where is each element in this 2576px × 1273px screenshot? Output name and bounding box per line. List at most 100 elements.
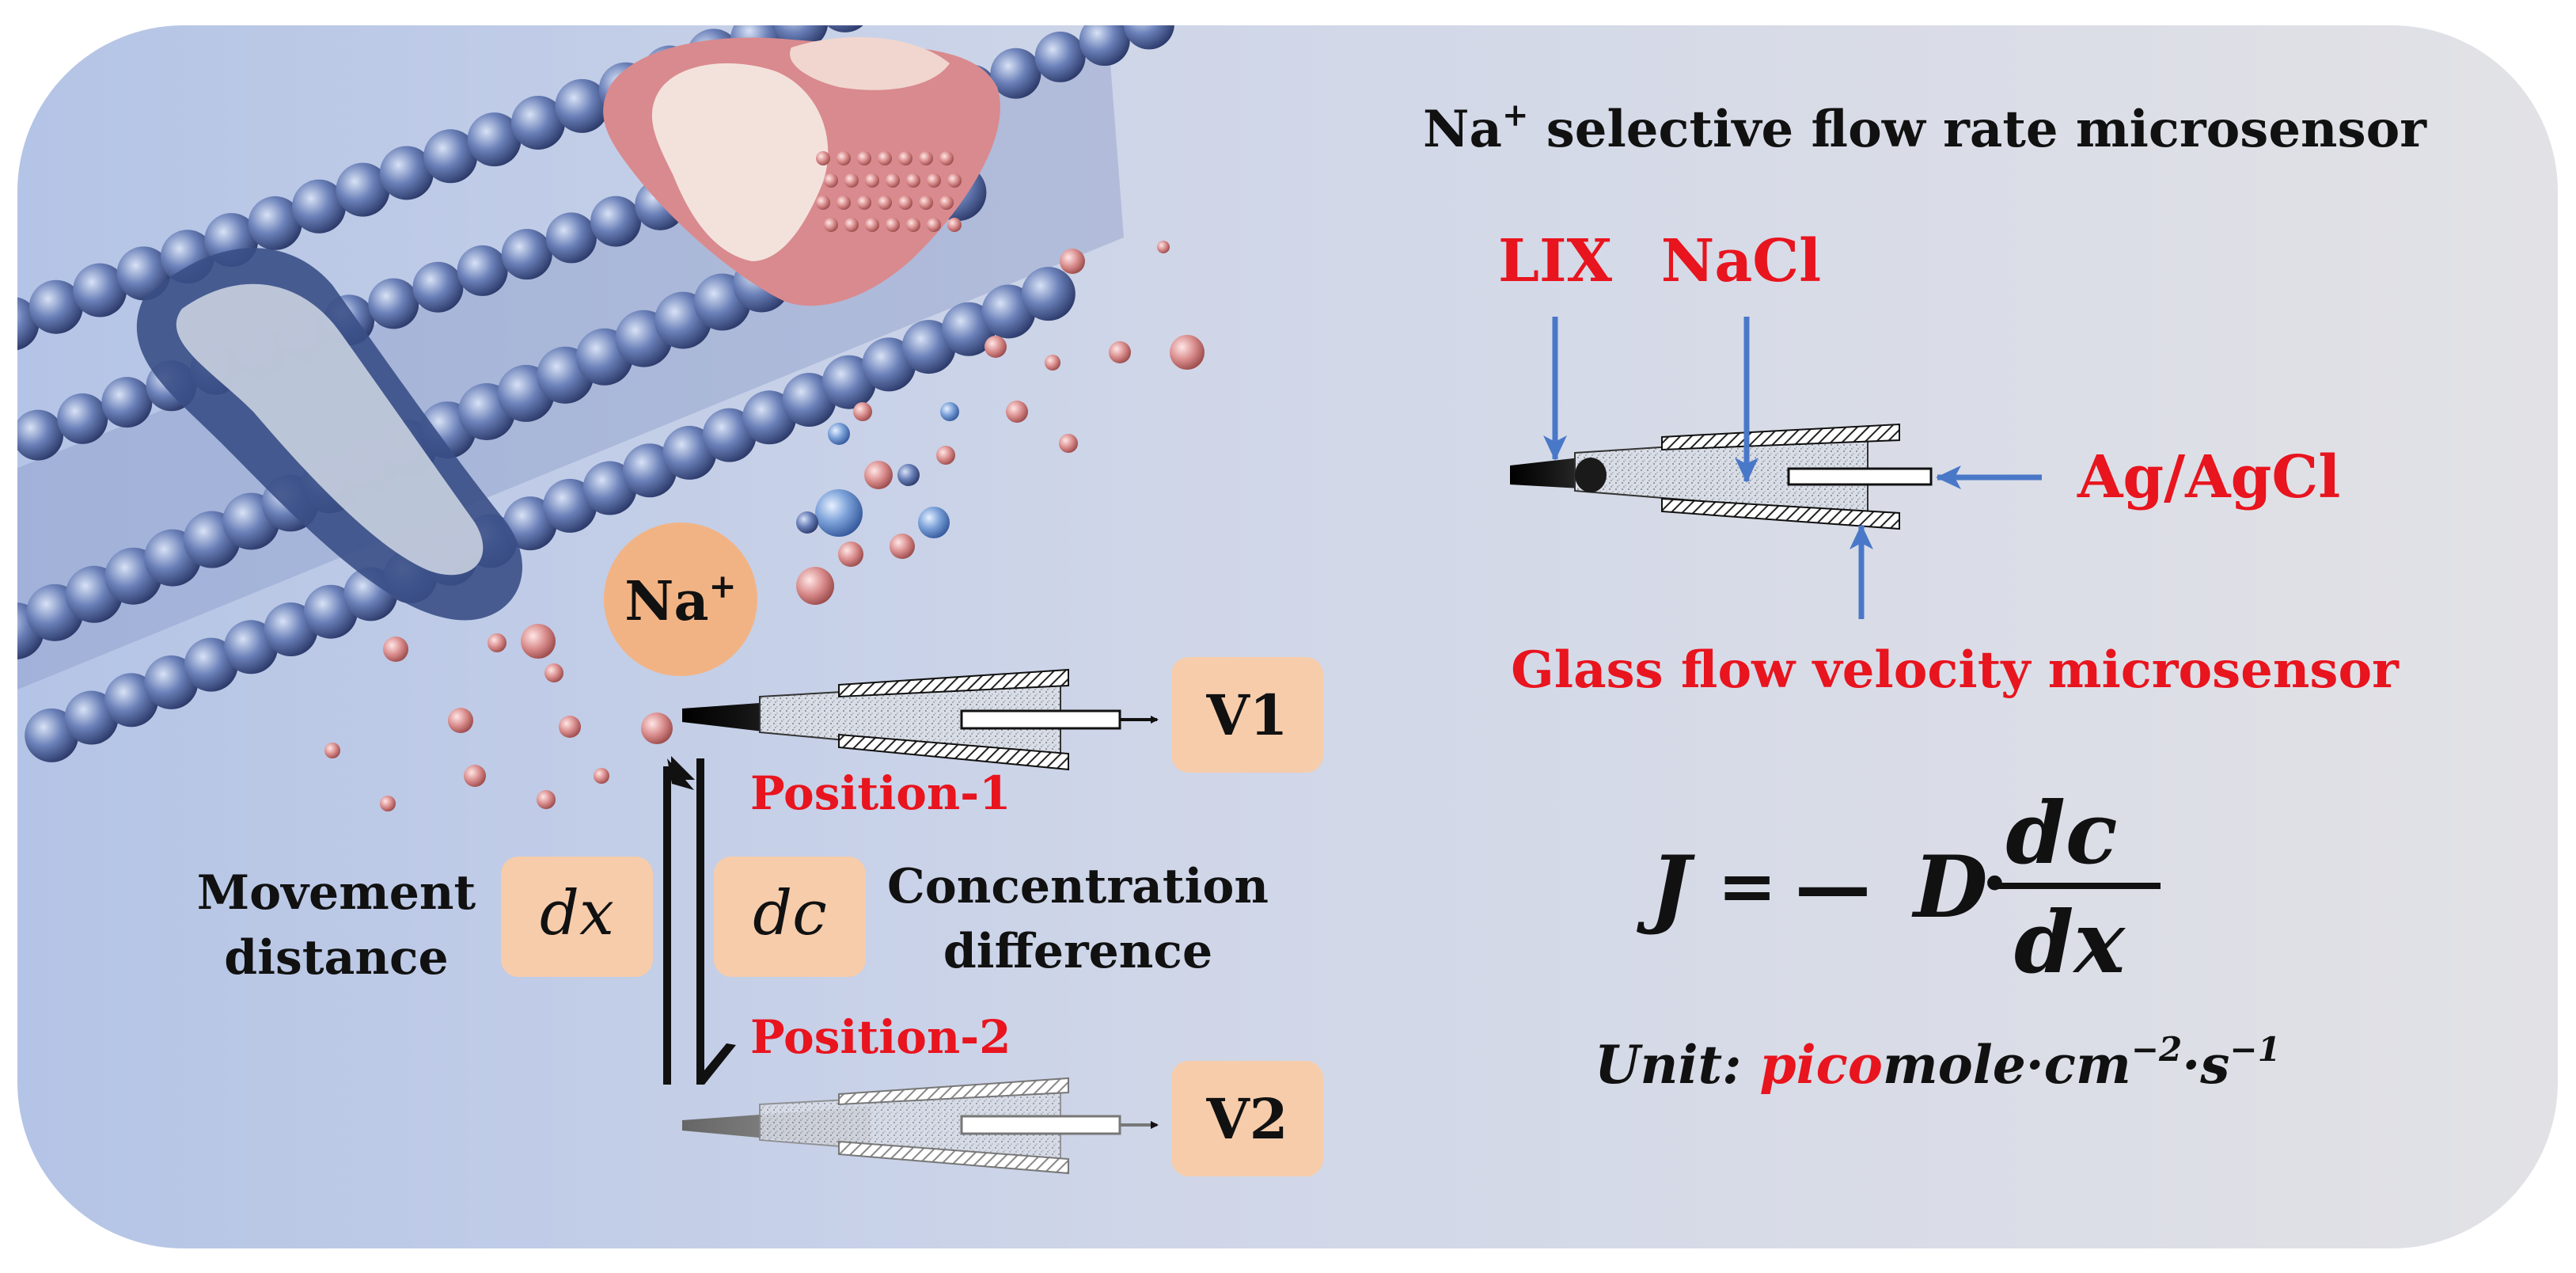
lipid-head — [862, 0, 916, 16]
pump-bead — [886, 173, 900, 188]
lipid-head — [545, 212, 597, 264]
ion-particle — [464, 765, 486, 787]
lipid-head — [457, 245, 508, 296]
lipid-head — [379, 146, 434, 200]
ion-particle — [936, 446, 955, 465]
pump-bead — [857, 196, 871, 210]
pump-bead — [939, 151, 954, 165]
ion-particle — [1157, 241, 1170, 253]
pump-bead — [919, 151, 933, 165]
pump-bead — [947, 173, 962, 188]
lipid-head — [17, 409, 64, 461]
lipid-head — [73, 263, 127, 317]
lipid-head — [292, 179, 347, 234]
pump-bead — [898, 151, 912, 165]
lipid-head — [248, 196, 302, 250]
pump-protein-top — [790, 36, 950, 90]
lipid-head — [0, 621, 5, 678]
movement-distance-line2: distance — [224, 930, 448, 986]
lipid-head — [368, 278, 419, 329]
movement-arrows — [663, 756, 736, 1085]
ion-particle — [544, 663, 563, 682]
concentration-difference-line2: difference — [943, 924, 1212, 979]
flux-equation: J = — D · dc dx — [1637, 784, 2161, 993]
pump-bead — [865, 173, 879, 188]
lipid-head — [774, 25, 829, 50]
v2-label: V2 — [1205, 1086, 1288, 1152]
dc-box — [714, 857, 866, 977]
ion-particle — [984, 336, 1007, 358]
lipid-head — [501, 229, 552, 280]
pump-bead — [886, 218, 900, 232]
ion-particle — [521, 624, 556, 659]
lipid-head — [511, 96, 565, 150]
lipid-head — [467, 112, 522, 167]
position-2-label: Position-2 — [750, 1010, 1011, 1064]
concentration-difference-line1: Concentration — [887, 859, 1269, 914]
lipid-head — [990, 48, 1041, 99]
ion-particle — [380, 796, 396, 811]
lipid-head — [590, 196, 642, 247]
ion-particle — [897, 464, 920, 486]
ion-particle — [1060, 249, 1085, 274]
lipid-head — [116, 246, 171, 301]
lipid-head — [555, 78, 609, 133]
lipid-head — [101, 377, 153, 428]
pump-bead — [906, 173, 920, 188]
channel-protein-light — [176, 283, 484, 576]
pump-bead — [927, 173, 941, 188]
ag-agcl-label: Ag/AgCl — [2077, 443, 2340, 511]
pump-bead — [837, 151, 851, 165]
glass-microsensor-label: Glass flow velocity microsensor — [1511, 640, 2400, 700]
pump-bead — [844, 173, 859, 188]
lipid-head — [28, 279, 83, 334]
pump-bead — [878, 151, 892, 165]
eq-diffusion-coefficient: D — [1911, 838, 1988, 937]
pump-bead — [824, 218, 838, 232]
pump-bead — [824, 173, 838, 188]
v2-box — [1171, 1061, 1323, 1176]
lipid-head — [1079, 25, 1130, 66]
pump-bead — [844, 218, 859, 232]
ion-particle — [918, 507, 950, 538]
nacl-label: NaCl — [1661, 227, 1822, 295]
ion-particle — [1170, 335, 1205, 370]
lipid-head — [1021, 267, 1076, 321]
lipid-head — [412, 261, 464, 313]
ion-particle — [864, 461, 893, 489]
ion-particle — [890, 534, 915, 559]
eq-fraction-bar — [1990, 883, 2161, 889]
ion-particle — [594, 768, 609, 784]
ion-particle — [838, 542, 863, 567]
lipid-head — [17, 296, 40, 351]
right-panel-title: Na+ selective flow rate microsensor — [1423, 97, 2427, 159]
movement-distance-line1: Movement — [197, 865, 476, 921]
pump-bead — [816, 151, 830, 165]
pump-bead — [816, 196, 830, 210]
ion-particle — [796, 511, 818, 534]
ion-particle — [940, 402, 959, 421]
pump-bead — [837, 196, 851, 210]
lipid-head — [1123, 25, 1174, 50]
pump-bead — [947, 218, 962, 232]
ion-particle — [1059, 434, 1078, 453]
pump-bead — [878, 196, 892, 210]
pump-bead — [927, 218, 941, 232]
unit-line: Unit: picomole·cm−2·s−1 — [1595, 1030, 2281, 1096]
pump-protein-highlight — [651, 63, 829, 261]
na-ion-circle — [604, 522, 757, 676]
microelectrode-position-1 — [682, 668, 1159, 771]
lix-label: LIX — [1498, 227, 1613, 295]
cell-membrane-illustration — [0, 0, 1205, 811]
na-ion-label: Na+ — [624, 567, 736, 633]
v1-label: V1 — [1205, 682, 1288, 748]
ion-particle — [815, 489, 863, 537]
lipid-head — [1034, 31, 1086, 82]
lipid-head — [423, 129, 478, 184]
dx-box — [501, 857, 653, 977]
ion-particle — [1045, 355, 1060, 370]
ion-particle — [828, 423, 850, 445]
pump-bead — [898, 196, 912, 210]
